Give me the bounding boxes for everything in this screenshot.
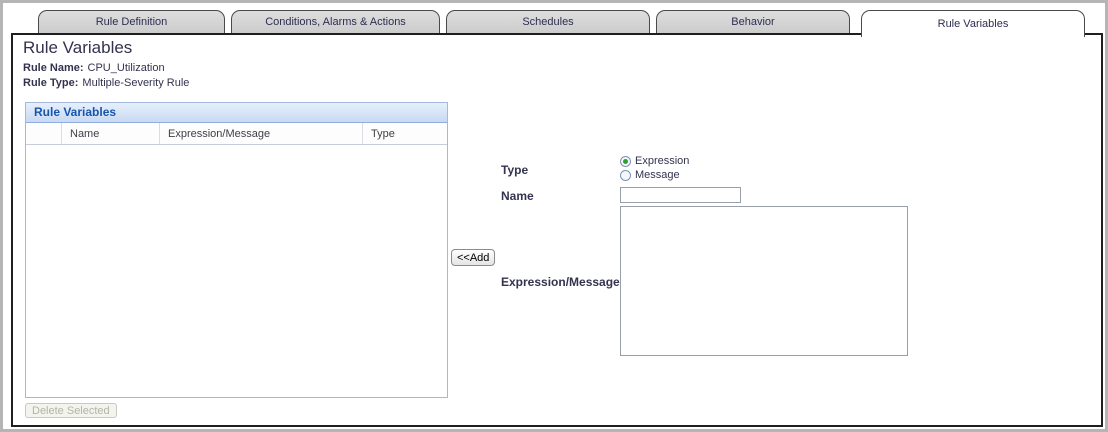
rule-type-line: Rule Type:Multiple-Severity Rule: [23, 77, 189, 89]
rule-name-value: CPU_Utilization: [87, 62, 165, 74]
name-input[interactable]: [620, 187, 741, 203]
rule-type-label: Rule Type:: [23, 77, 79, 89]
radio-expression-label: Expression: [635, 155, 690, 167]
tab-schedules[interactable]: Schedules: [446, 10, 650, 34]
tab-conditions-alarms-actions[interactable]: Conditions, Alarms & Actions: [231, 10, 440, 34]
tab-label: Rule Definition: [95, 16, 168, 28]
page-title: Rule Variables: [23, 38, 133, 57]
tab-label: Schedules: [522, 16, 574, 28]
tab-rule-definition[interactable]: Rule Definition: [38, 10, 225, 34]
radio-message-icon[interactable]: [620, 169, 631, 181]
column-header-name: Name: [61, 123, 159, 144]
add-button[interactable]: <<Add: [451, 249, 496, 266]
rule-type-value: Multiple-Severity Rule: [82, 77, 190, 89]
tab-behavior[interactable]: Behavior: [656, 10, 850, 34]
rule-variables-grid: Rule Variables Name Expression/Message T…: [25, 102, 448, 398]
column-header-expression-message: Expression/Message: [159, 123, 362, 144]
tab-rule-variables[interactable]: Rule Variables: [861, 10, 1085, 37]
rule-variables-panel: Rule Variables Rule Name:CPU_Utilization…: [11, 33, 1103, 427]
radio-option-expression[interactable]: Expression: [620, 154, 689, 168]
rule-name-line: Rule Name:CPU_Utilization: [23, 62, 165, 74]
radio-expression-icon[interactable]: [620, 155, 631, 167]
radio-option-message[interactable]: Message: [620, 168, 680, 182]
grid-column-header-row: Name Expression/Message Type: [26, 123, 447, 145]
name-label: Name: [501, 189, 534, 203]
grid-body-empty: [26, 145, 447, 397]
rule-name-label: Rule Name:: [23, 62, 84, 74]
tab-label: Rule Variables: [937, 18, 1009, 30]
delete-selected-button[interactable]: Delete Selected: [25, 403, 117, 418]
expression-message-label: Expression/Message: [501, 275, 620, 289]
tab-label: Behavior: [731, 16, 775, 28]
type-label: Type: [501, 163, 529, 177]
grid-title: Rule Variables: [26, 103, 447, 123]
expression-message-textarea[interactable]: [620, 206, 908, 356]
tab-label: Conditions, Alarms & Actions: [265, 16, 406, 28]
column-header-select: [26, 123, 61, 144]
radio-message-label: Message: [635, 169, 680, 181]
column-header-type: Type: [362, 123, 447, 144]
